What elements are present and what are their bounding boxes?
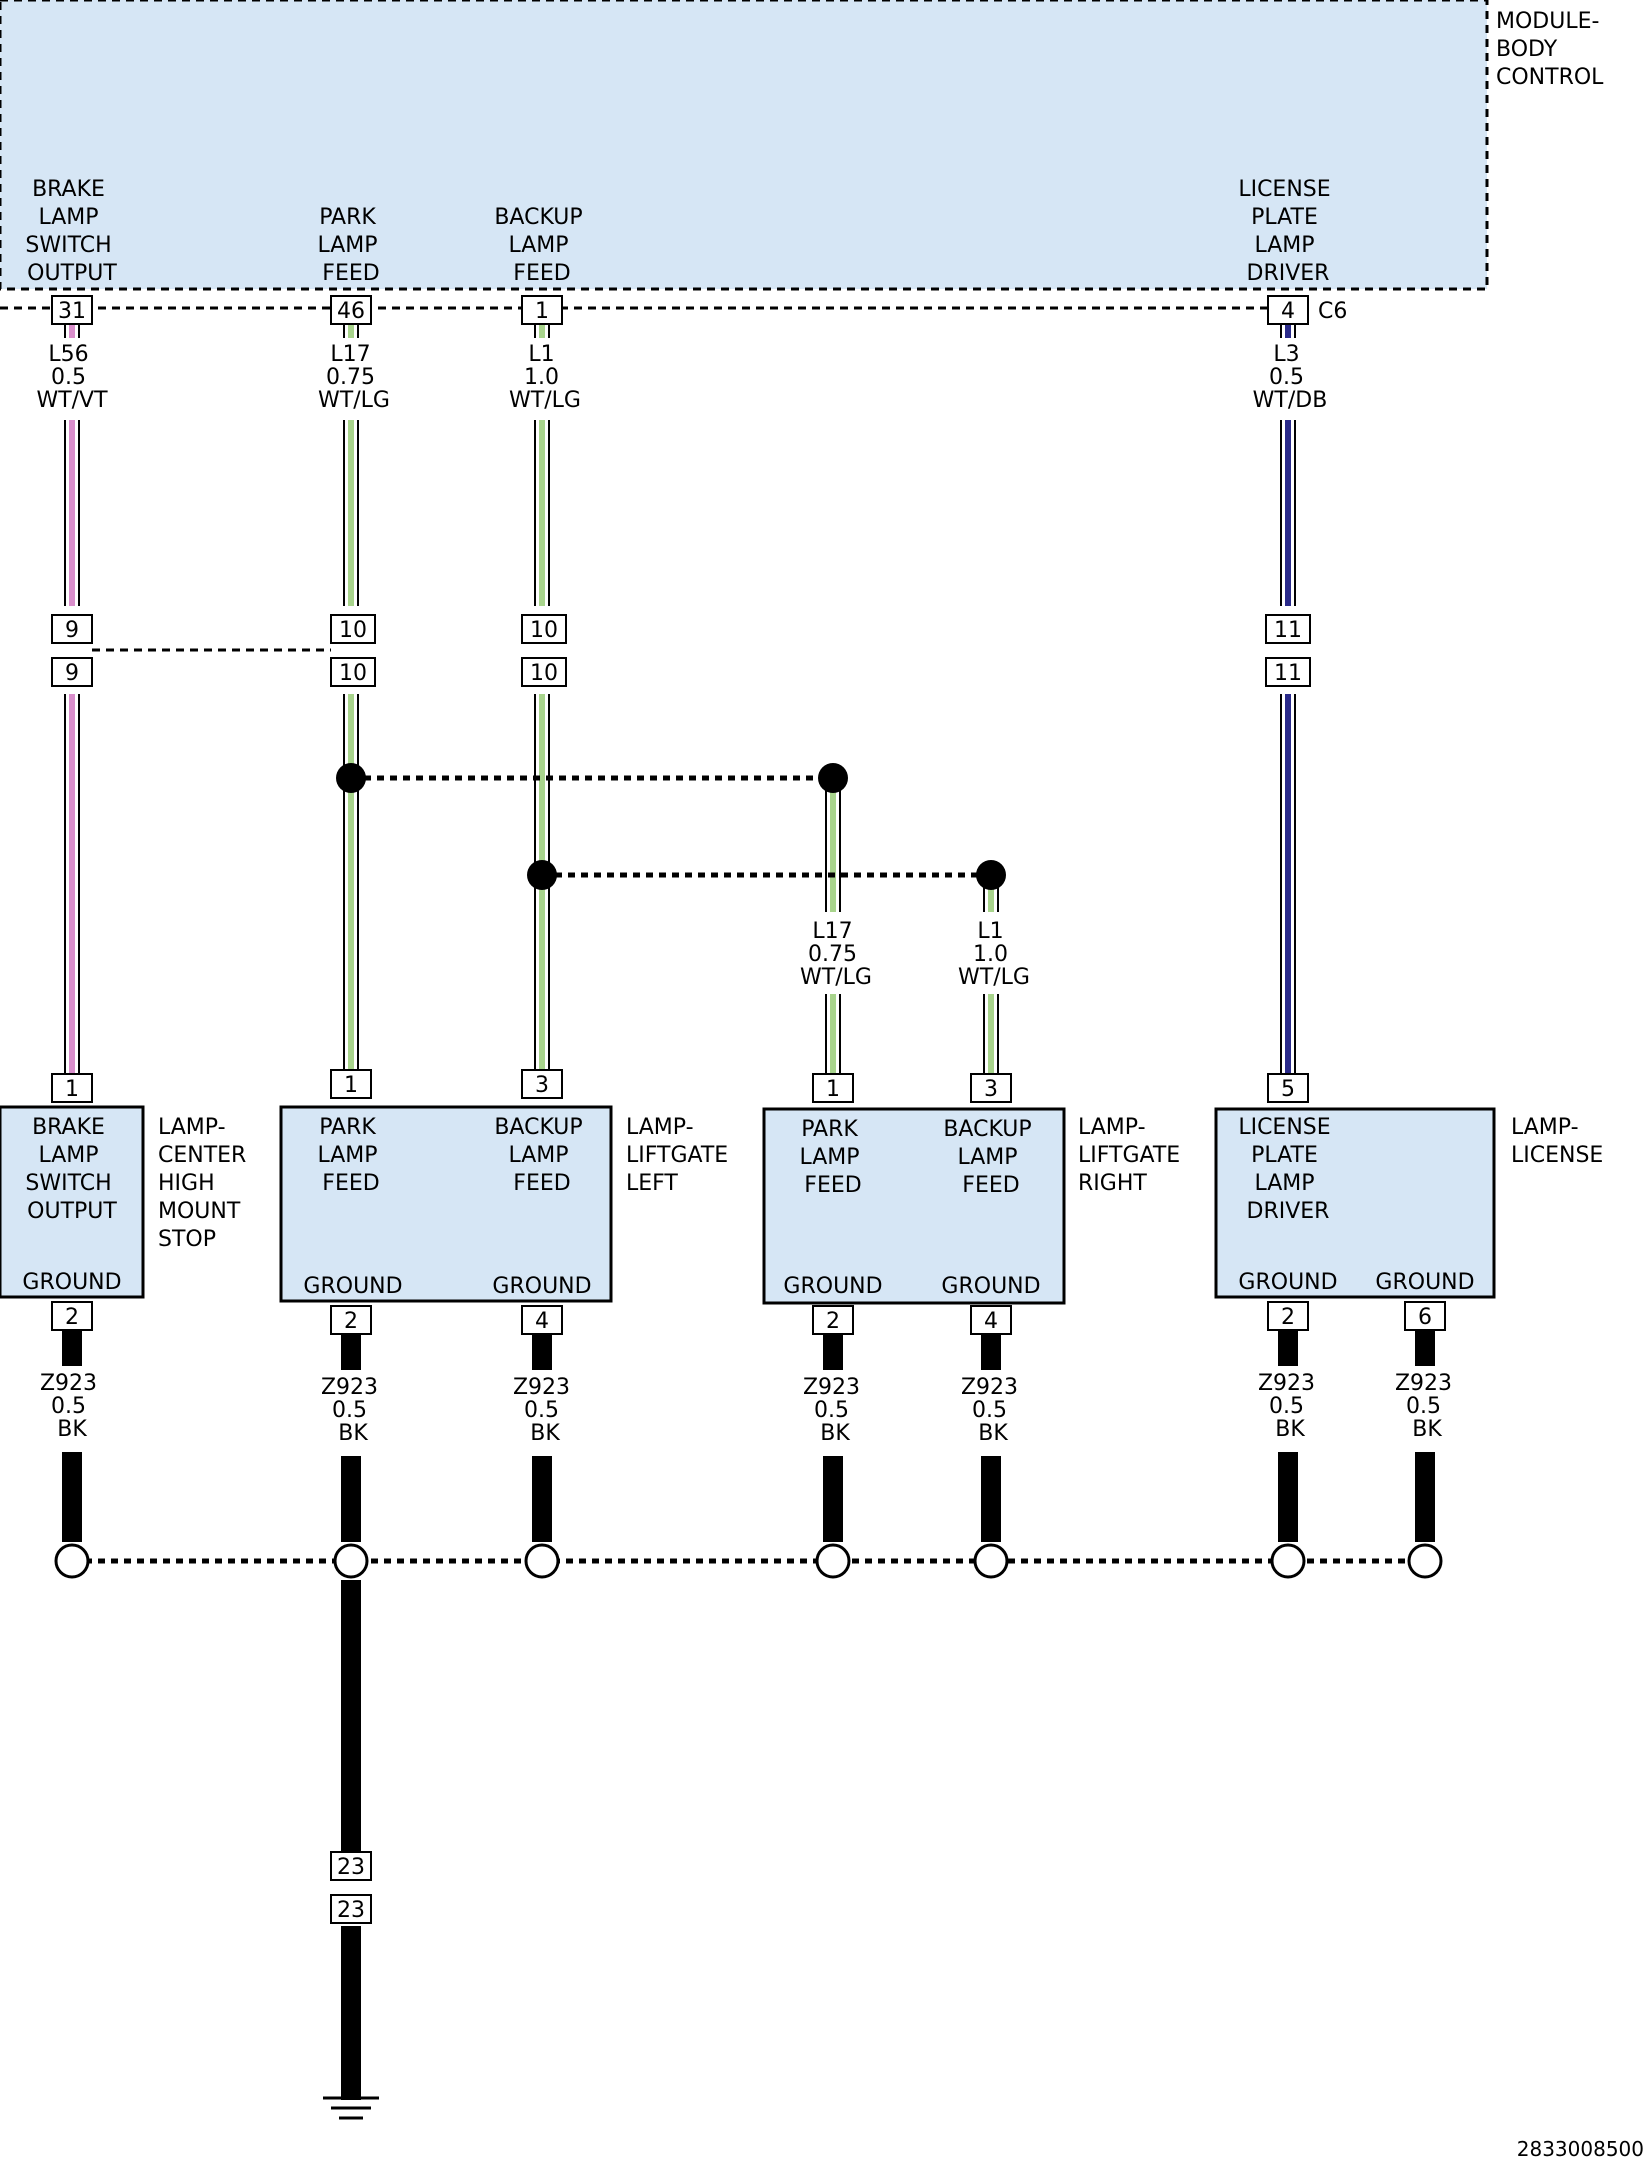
svg-text:4: 4 [535, 1309, 549, 1334]
module-name: MODULE- BODY CONTROL [1496, 9, 1606, 90]
svg-text:GROUND: GROUND [783, 1274, 882, 1299]
wire-l3 [1280, 323, 1296, 1087]
ground-wires [62, 1330, 1435, 2100]
svg-text:9: 9 [65, 661, 79, 686]
ground-inline-connector: 23 23 [330, 1851, 372, 1924]
svg-text:23: 23 [337, 1855, 365, 1880]
module-pin-label-backup: BACKUP LAMP FEED [494, 205, 589, 286]
svg-text:11: 11 [1274, 661, 1302, 686]
svg-text:BACKUP LAMP FEED: BACKUP LAMP FEED [494, 1115, 589, 1196]
svg-text:23: 23 [337, 1898, 365, 1923]
figure-id: 2833008500 [1517, 2137, 1644, 2161]
component-name-chmsl: LAMP- CENTER HIGH MOUNT STOP [158, 1115, 253, 1252]
module-pin-label-brake: BRAKE LAMP SWITCH OUTPUT [25, 177, 118, 286]
module-pin-label-park: PARK LAMP FEED [317, 205, 384, 286]
svg-text:9: 9 [65, 618, 79, 643]
inline-connector: 9 9 10 10 10 10 11 11 [51, 614, 1311, 687]
svg-text:2: 2 [344, 1309, 358, 1334]
ground-symbol-icon [323, 2096, 379, 2120]
svg-text:4: 4 [1281, 299, 1295, 324]
svg-text:1: 1 [826, 1077, 840, 1102]
svg-text:2: 2 [65, 1305, 79, 1330]
svg-text:GROUND: GROUND [22, 1270, 121, 1295]
splices-feed [336, 763, 1006, 890]
svg-text:11: 11 [1274, 618, 1302, 643]
svg-text:10: 10 [339, 618, 367, 643]
svg-text:5: 5 [1281, 1077, 1295, 1102]
component-name-liftgate-left: LAMP- LIFTGATE LEFT [626, 1115, 735, 1196]
svg-text:Z923 0.5 BK: Z923 0.5 BK [1395, 1371, 1459, 1442]
svg-text:Z923 0.5 BK: Z923 0.5 BK [321, 1375, 385, 1446]
module-connector-name: C6 [1318, 299, 1347, 324]
svg-text:6: 6 [1418, 1305, 1432, 1330]
svg-text:GROUND: GROUND [1238, 1270, 1337, 1295]
splice-park-left [336, 763, 366, 793]
ground-wire-labels: Z923 0.5 BK Z923 0.5 BK Z923 0.5 BK Z923… [40, 1371, 1459, 1446]
component-name-license: LAMP- LICENSE [1511, 1115, 1603, 1168]
svg-text:10: 10 [530, 661, 558, 686]
component-lamp-liftgate-right: PARK LAMP FEED BACKUP LAMP FEED GROUND G… [762, 1073, 1187, 1335]
splice-backup-right [976, 860, 1006, 890]
svg-text:Z923 0.5 BK: Z923 0.5 BK [803, 1375, 867, 1446]
svg-text:PARK LAMP FEED: PARK LAMP FEED [317, 1115, 384, 1196]
ground-splice [973, 1543, 1009, 1579]
svg-text:BRAKE LAMP SWITCH: BRAKE LAMP SWITCH OUTPUT [25, 1115, 118, 1224]
wire-label-l17: L17 0.75 WT/LG [318, 342, 390, 413]
svg-text:BACKUP LAMP FEED: BACKUP LAMP FEED [943, 1117, 1038, 1198]
ground-splice-bus [54, 1543, 1443, 1579]
component-lamp-liftgate-left: PARK LAMP FEED BACKUP LAMP FEED GROUND G… [279, 1069, 735, 1335]
svg-text:1: 1 [65, 1077, 79, 1102]
svg-text:4: 4 [984, 1309, 998, 1334]
svg-text:31: 31 [58, 299, 86, 324]
svg-text:10: 10 [530, 618, 558, 643]
svg-text:2: 2 [826, 1309, 840, 1334]
wire-label-l56: L56 0.5 WT/VT [36, 342, 108, 413]
svg-text:46: 46 [337, 299, 365, 324]
ground-splice [1407, 1543, 1443, 1579]
module-body-control: MODULE- BODY CONTROL C6 BRAKE LAMP SWITC… [0, 0, 1606, 324]
svg-text:Z923 0.5 BK: Z923 0.5 BK [961, 1375, 1025, 1446]
svg-text:1: 1 [344, 1073, 358, 1098]
svg-text:GROUND: GROUND [1375, 1270, 1474, 1295]
ground-splice [1270, 1543, 1306, 1579]
wire-label-l1-branch: L1 1.0 WT/LG [958, 919, 1030, 990]
module-cavities: 31 46 1 4 [51, 295, 1309, 325]
svg-text:GROUND: GROUND [303, 1274, 402, 1299]
ground-splice [54, 1543, 90, 1579]
splice-park-right [818, 763, 848, 793]
svg-text:3: 3 [535, 1073, 549, 1098]
svg-text:3: 3 [984, 1077, 998, 1102]
svg-text:Z923 0.5 BK: Z923 0.5 BK [513, 1375, 577, 1446]
wire-label-l17-branch: L17 0.75 WT/LG [800, 919, 872, 990]
wire-l56 [64, 323, 80, 1087]
wire-label-l3: L3 0.5 WT/DB [1253, 342, 1328, 413]
svg-text:LICENSE PLATE LAMP: LICENSE PLATE LAMP DRIVER [1238, 1115, 1337, 1224]
ground-splice [524, 1543, 560, 1579]
svg-text:PARK LAMP FEED: PARK LAMP FEED [799, 1117, 866, 1198]
splice-backup-left [527, 860, 557, 890]
svg-text:1: 1 [535, 299, 549, 324]
module-pin-label-license: LICENSE PLATE LAMP DRIVER [1238, 177, 1337, 286]
svg-text:10: 10 [339, 661, 367, 686]
wire-label-l1: L1 1.0 WT/LG [509, 342, 581, 413]
component-name-liftgate-right: LAMP- LIFTGATE RIGHT [1078, 1115, 1187, 1196]
svg-text:GROUND: GROUND [941, 1274, 1040, 1299]
svg-text:Z923 0.5 BK: Z923 0.5 BK [40, 1371, 104, 1442]
svg-text:GROUND: GROUND [492, 1274, 591, 1299]
ground-splice [815, 1543, 851, 1579]
module-body-control-box [0, 0, 1489, 291]
svg-text:2: 2 [1281, 1305, 1295, 1330]
ground-splice [333, 1543, 369, 1579]
component-lamp-chmsl: BRAKE LAMP SWITCH OUTPUT GROUND LAMP- CE… [0, 1073, 253, 1331]
component-lamp-license: LICENSE PLATE LAMP DRIVER GROUND GROUND … [1214, 1073, 1603, 1331]
wire-l1 [534, 323, 550, 1087]
svg-text:Z923 0.5 BK: Z923 0.5 BK [1258, 1371, 1322, 1442]
wire-l17 [343, 323, 359, 1087]
